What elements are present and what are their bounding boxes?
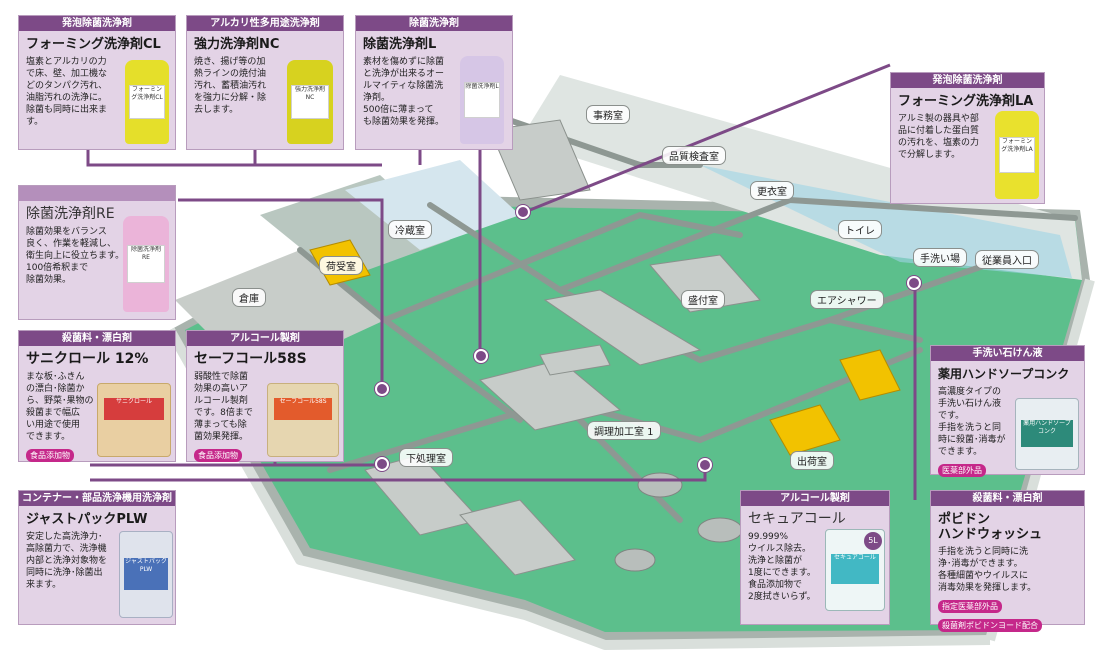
product-description: 安定した高洗浄力･ 高除菌力で、洗浄機 内部と洗浄対象物を 同時に洗浄･除菌出 …	[26, 532, 108, 590]
room-label-moritsuke: 盛付室	[681, 290, 725, 309]
marker-dot-niuke	[375, 382, 389, 396]
product-image: 除菌洗浄剤L	[460, 56, 504, 144]
product-name: セーフコール58S	[194, 351, 307, 367]
product-category: アルコール製剤	[741, 491, 889, 506]
product-card-justpack[interactable]: コンテナー・部品洗浄機用洗浄剤 ジャストパックPLW 安定した高洗浄力･ 高除菌…	[18, 490, 176, 625]
product-description: 高濃度タイプの 手洗い石けん液 です。 手指を洗うと同 時に殺菌･消毒が できま…	[938, 387, 1006, 457]
product-name: ポビドン ハンドウォッシュ	[938, 512, 1043, 542]
product-image: 薬用ハンドソープコンク	[1015, 398, 1079, 470]
product-description: 塩素とアルカリの力 で床、壁、加工機な どのタンパク汚れ、 油脂汚れの洗浄に。 …	[26, 57, 108, 127]
product-category: 殺菌料・漂白剤	[19, 331, 175, 346]
product-tag-secondary: 殺菌剤ポビドンヨード配合	[938, 619, 1042, 632]
room-label-hinshitsu: 品質検査室	[662, 146, 726, 165]
product-card-foaming-cl[interactable]: 発泡除菌洗浄剤 フォーミング洗浄剤CL 塩素とアルカリの力 で床、壁、加工機な …	[18, 15, 176, 150]
product-category: 手洗い石けん液	[931, 346, 1084, 361]
product-image: 強力洗浄剤NC	[287, 60, 333, 144]
product-image-label: フォーミング洗浄剤LA	[998, 137, 1036, 173]
product-category: 発泡除菌洗浄剤	[19, 16, 175, 31]
product-image-label: 除菌洗浄剤L	[463, 82, 501, 118]
room-label-shita: 下処理室	[399, 448, 453, 467]
product-description: 素材を傷めずに除菌 と洗浄が出来るオー ルマイティな除菌洗 浄剤。 500倍に薄…	[363, 57, 445, 127]
product-image: フォーミング洗浄剤LA	[995, 111, 1039, 199]
product-card-jokin-l[interactable]: 除菌洗浄剤 除菌洗浄剤L 素材を傷めずに除菌 と洗浄が出来るオー ルマイティな除…	[355, 15, 513, 150]
room-label-soko: 倉庫	[232, 288, 266, 307]
room-label-niuke: 荷受室	[319, 256, 363, 275]
product-category: 発泡除菌洗浄剤	[891, 73, 1044, 88]
product-card-securecol[interactable]: アルコール製剤 セキュアコール 99.999% ウイルス除去。 洗浄と除菌が 1…	[740, 490, 890, 625]
product-card-jokin-re[interactable]: 除菌洗浄剤RE 除菌効果をバランス 良く、作業を軽減し、 衛生向上に役立ちます。…	[18, 185, 176, 320]
product-image: ジャストパックPLW	[119, 531, 173, 618]
product-description: 手指を洗うと同時に洗 浄･消毒ができます。 各種細菌やウイルスに 消毒効果を発揮…	[938, 547, 1037, 593]
product-card-handsoap[interactable]: 手洗い石けん液 薬用ハンドソープコンク 高濃度タイプの 手洗い石けん液 です。 …	[930, 345, 1085, 477]
product-card-foaming-la[interactable]: 発泡除菌洗浄剤 フォーミング洗浄剤LA アルミ製の器具や部 品に付着した蛋白質 …	[890, 72, 1045, 204]
product-card-sanicrol[interactable]: 殺菌料・漂白剤 サニクロール 12% まな板･ふきん の漂白･除菌か ら、野菜･…	[18, 330, 176, 462]
room-label-chori: 調理加工室 1	[587, 421, 661, 440]
marker-dot-shukka	[698, 458, 712, 472]
product-image: セキュアコール 5L	[825, 529, 885, 611]
product-name: 除菌洗浄剤L	[363, 37, 437, 52]
product-image-label: セーフコール58S	[273, 398, 333, 420]
product-name: 強力洗浄剤NC	[194, 37, 280, 52]
marker-dot-backroom	[516, 205, 530, 219]
product-category: アルコール製剤	[187, 331, 343, 346]
product-tag: 食品添加物	[26, 449, 74, 462]
product-name: サニクロール 12%	[26, 351, 149, 367]
room-label-shukka: 出荷室	[790, 451, 834, 470]
product-category: アルカリ性多用途洗浄剤	[187, 16, 343, 31]
marker-dot-shita	[375, 457, 389, 471]
product-description: 除菌効果をバランス 良く、作業を軽減し、 衛生向上に役立ちます。 100倍希釈ま…	[26, 227, 125, 285]
product-card-povidone[interactable]: 殺菌料・漂白剤 ポビドン ハンドウォッシュ 手指を洗うと同時に洗 浄･消毒ができ…	[930, 490, 1085, 632]
product-name: 除菌洗浄剤RE	[26, 206, 115, 222]
room-label-koui: 更衣室	[750, 181, 794, 200]
product-image-label: 薬用ハンドソープコンク	[1020, 420, 1074, 447]
product-image: セーフコール58S	[267, 383, 339, 457]
product-description: まな板･ふきん の漂白･除菌か ら、野菜･果物の 殺菌まで幅広 い用途で使用 で…	[26, 372, 94, 442]
product-image-label: セキュアコール	[830, 554, 880, 585]
room-label-jimushitsu: 事務室	[586, 105, 630, 124]
product-image-label: サニクロール	[103, 398, 165, 420]
product-size-badge: 5L	[864, 532, 882, 550]
product-tag: 医薬部外品	[938, 464, 986, 477]
product-category: 除菌洗浄剤	[356, 16, 512, 31]
product-tag: 食品添加物	[194, 449, 242, 462]
product-card-safecol[interactable]: アルコール製剤 セーフコール58S 弱酸性で除菌 効果の高いア ルコール製剤 で…	[186, 330, 344, 462]
product-category: コンテナー・部品洗浄機用洗浄剤	[19, 491, 175, 506]
product-name: ジャストパックPLW	[26, 512, 148, 527]
product-image-label: ジャストパックPLW	[124, 557, 168, 590]
product-image-label: フォーミング洗浄剤CL	[128, 85, 166, 120]
room-label-entrance: 従業員入口	[975, 250, 1039, 269]
product-image: 除菌洗浄剤RE	[123, 216, 169, 312]
room-label-tearai: 手洗い場	[913, 248, 967, 267]
product-description: 99.999% ウイルス除去。 洗浄と除菌が 1度にできます。 食品添加物で 2…	[748, 532, 816, 602]
product-description: アルミ製の器具や部 品に付着した蛋白質 の汚れを、塩素の力 で分解します。	[898, 114, 980, 160]
product-name: フォーミング洗浄剤LA	[898, 94, 1034, 109]
room-label-reizo: 冷蔵室	[388, 220, 432, 239]
product-name: セキュアコール	[748, 511, 846, 527]
room-label-airshower: エアシャワー	[810, 290, 884, 309]
product-tag: 指定医薬部外品	[938, 600, 1002, 613]
product-name: 薬用ハンドソープコンク	[938, 367, 1070, 381]
product-image: フォーミング洗浄剤CL	[125, 60, 169, 144]
product-description: 焼き、揚げ等の加 熱ラインの焼付油 汚れ、蓄積油汚れ を強力に分解・除 去します…	[194, 57, 267, 115]
product-category: 殺菌料・漂白剤	[931, 491, 1084, 506]
room-label-toilet: トイレ	[838, 220, 882, 239]
product-image-label: 除菌洗浄剤RE	[126, 244, 166, 284]
product-image: サニクロール	[97, 383, 171, 457]
product-card-kyoryoku-nc[interactable]: アルカリ性多用途洗浄剤 強力洗浄剤NC 焼き、揚げ等の加 熱ラインの焼付油 汚れ…	[186, 15, 344, 150]
product-description: 弱酸性で除菌 効果の高いア ルコール製剤 です。8倍まで 薄まっても除 菌効果発…	[194, 372, 253, 442]
product-image-label: 強力洗浄剤NC	[290, 85, 330, 120]
marker-dot-tearai	[907, 276, 921, 290]
product-name: フォーミング洗浄剤CL	[26, 37, 161, 52]
marker-dot-moritsuke	[474, 349, 488, 363]
product-category	[19, 186, 175, 201]
